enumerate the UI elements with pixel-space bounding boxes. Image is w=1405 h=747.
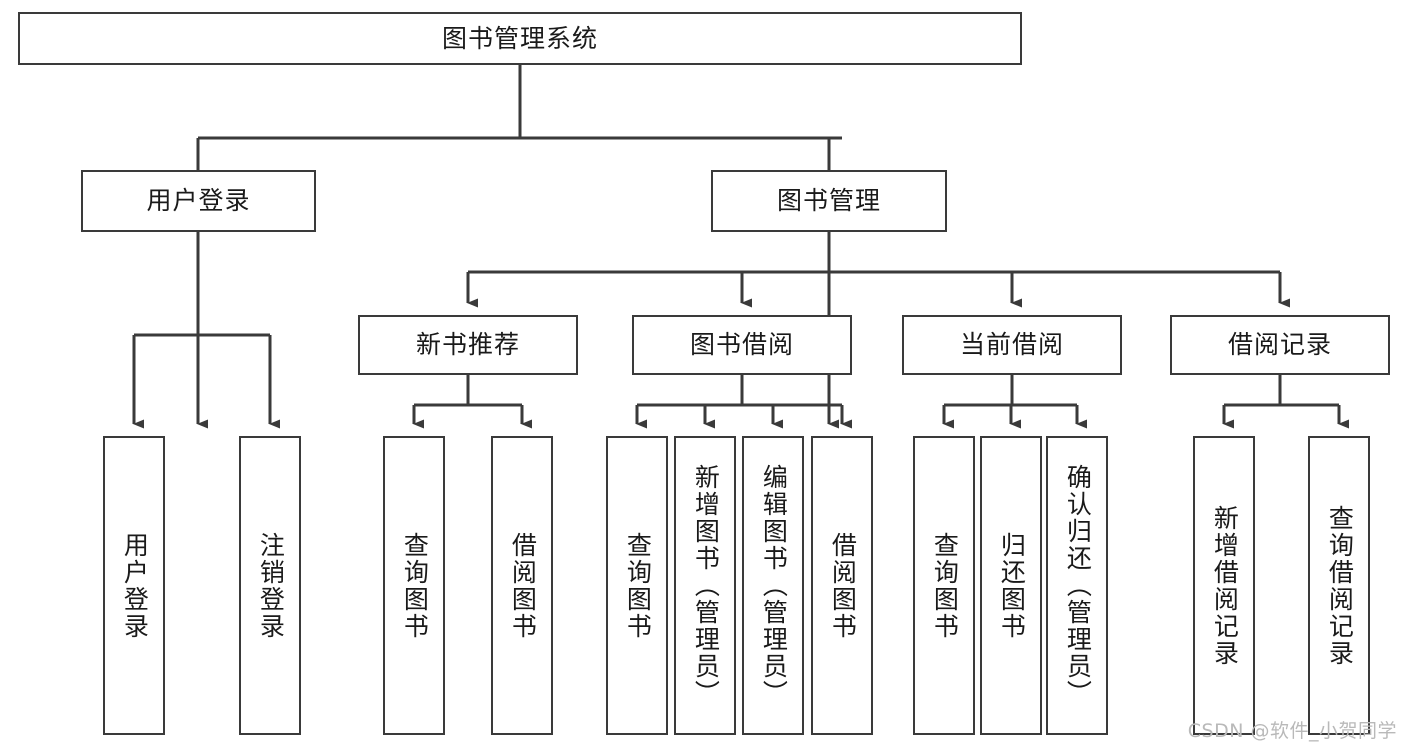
node-root-label: 图书管理系统: [441, 23, 598, 53]
node-leaf-user-login-label: 用户登录: [120, 531, 150, 640]
node-leaf-borrow-book-2-label: 借阅图书: [828, 531, 858, 640]
node-current-borrow[interactable]: 当前借阅: [902, 315, 1122, 375]
node-borrow-record-label: 借阅记录: [1227, 330, 1332, 359]
node-book-borrow[interactable]: 图书借阅: [632, 315, 852, 375]
node-leaf-return-book-label: 归还图书: [997, 531, 1027, 640]
node-leaf-borrow-book-2[interactable]: 借阅图书: [811, 436, 873, 735]
node-new-book-recommend[interactable]: 新书推荐: [358, 315, 578, 375]
node-leaf-query-book-1[interactable]: 查询图书: [383, 436, 445, 735]
node-leaf-query-book-2-label: 查询图书: [623, 531, 653, 640]
node-leaf-confirm-return-label: 确认归还（管理员）: [1063, 464, 1093, 707]
node-leaf-user-logout[interactable]: 注销登录: [239, 436, 301, 735]
node-leaf-edit-book[interactable]: 编辑图书（管理员）: [742, 436, 804, 735]
node-borrow-record[interactable]: 借阅记录: [1170, 315, 1390, 375]
node-leaf-return-book[interactable]: 归还图书: [980, 436, 1042, 735]
node-book-manage[interactable]: 图书管理: [711, 170, 947, 232]
node-leaf-query-book-3-label: 查询图书: [930, 531, 960, 640]
node-leaf-query-record[interactable]: 查询借阅记录: [1308, 436, 1370, 735]
node-leaf-borrow-book-1[interactable]: 借阅图书: [491, 436, 553, 735]
node-user-login[interactable]: 用户登录: [81, 170, 316, 232]
node-leaf-add-book-label: 新增图书（管理员）: [691, 464, 721, 707]
node-book-borrow-label: 图书借阅: [689, 330, 794, 359]
node-leaf-edit-book-label: 编辑图书（管理员）: [759, 464, 789, 707]
node-leaf-user-login[interactable]: 用户登录: [103, 436, 165, 735]
node-leaf-add-record-label: 新增借阅记录: [1210, 504, 1240, 667]
node-leaf-confirm-return[interactable]: 确认归还（管理员）: [1046, 436, 1108, 735]
node-current-borrow-label: 当前借阅: [959, 330, 1064, 359]
node-leaf-user-logout-label: 注销登录: [256, 531, 286, 640]
node-leaf-add-record[interactable]: 新增借阅记录: [1193, 436, 1255, 735]
node-book-manage-label: 图书管理: [776, 186, 881, 215]
node-root[interactable]: 图书管理系统: [18, 12, 1022, 65]
node-leaf-query-book-3[interactable]: 查询图书: [913, 436, 975, 735]
node-leaf-query-record-label: 查询借阅记录: [1325, 504, 1355, 667]
node-new-book-recommend-label: 新书推荐: [415, 330, 520, 359]
watermark-text: CSDN @软件_小贺同学: [1187, 720, 1397, 742]
node-user-login-label: 用户登录: [146, 186, 251, 215]
node-leaf-borrow-book-1-label: 借阅图书: [508, 531, 538, 640]
node-leaf-add-book[interactable]: 新增图书（管理员）: [674, 436, 736, 735]
node-leaf-query-book-2[interactable]: 查询图书: [606, 436, 668, 735]
node-leaf-query-book-1-label: 查询图书: [400, 531, 430, 640]
